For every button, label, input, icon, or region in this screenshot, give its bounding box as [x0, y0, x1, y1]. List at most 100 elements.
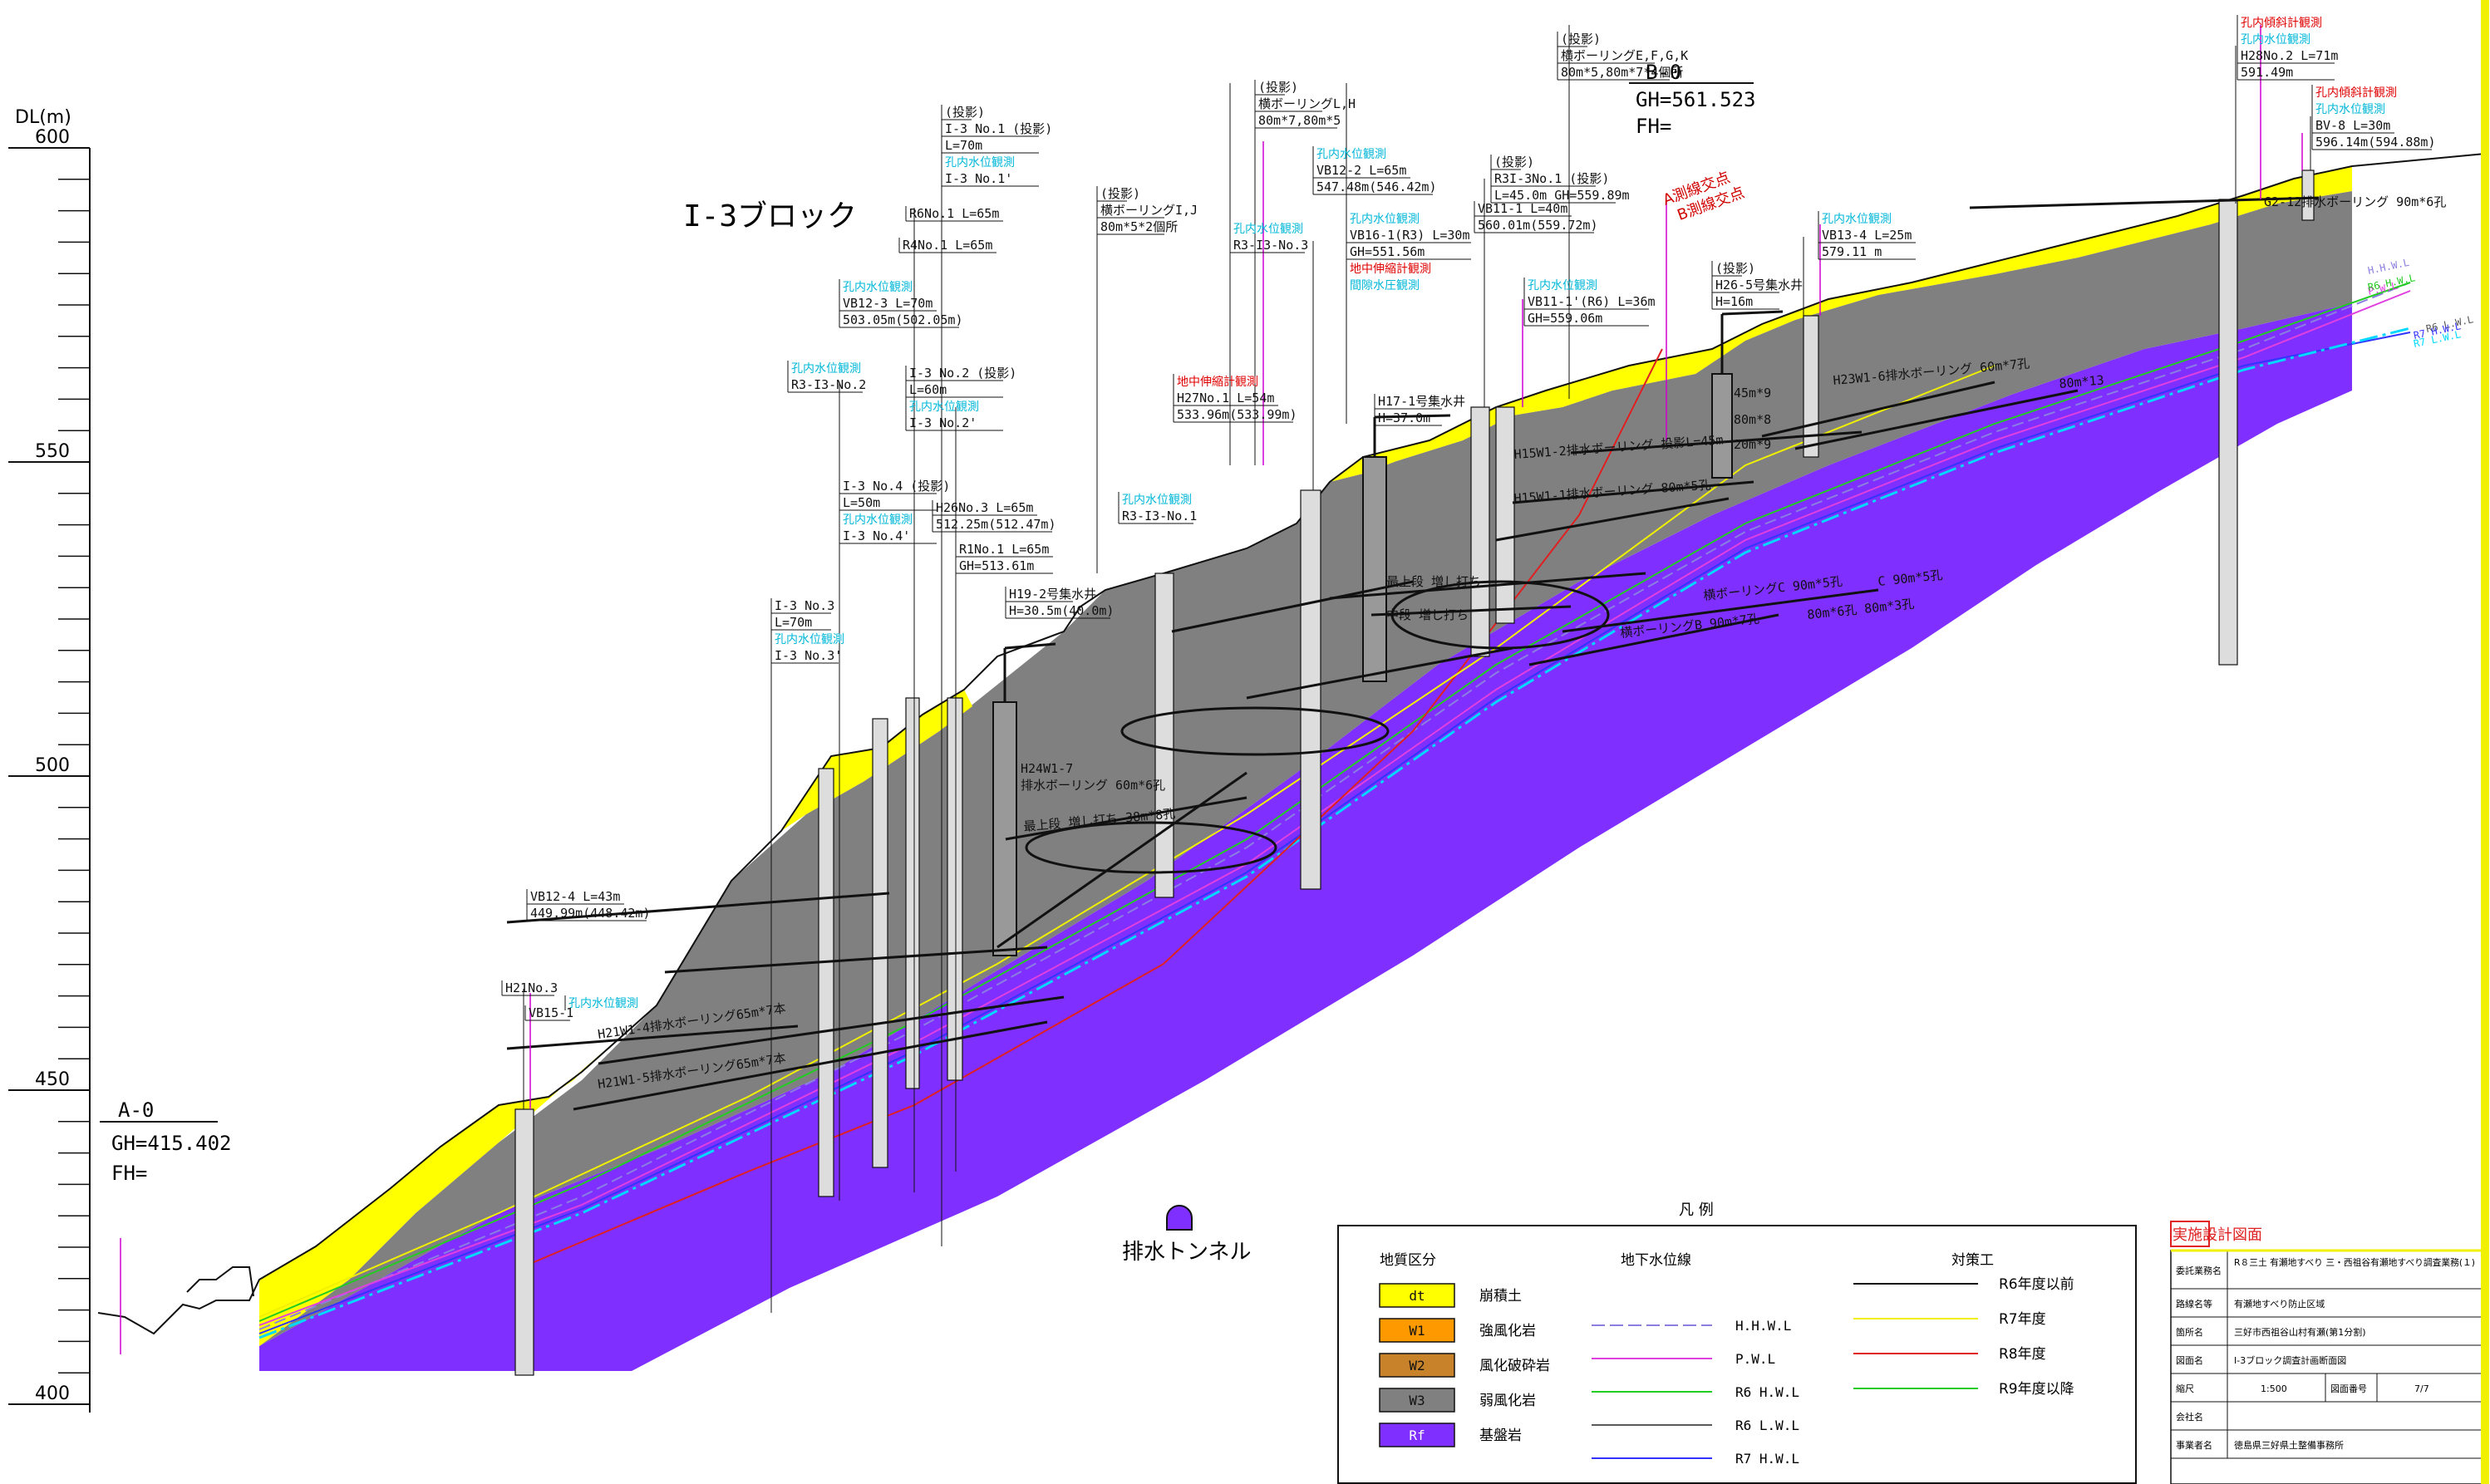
- title-row-value: I-3ブロック調査計画断面図: [2234, 1354, 2346, 1366]
- legend-wl-item: P.W.L: [1592, 1351, 1775, 1367]
- title-row-value: 徳島県三好県土整備事務所: [2234, 1439, 2344, 1451]
- svg-text:A-0: A-0: [118, 1098, 154, 1122]
- legend-wl-header: 地下水位線: [1621, 1252, 1691, 1269]
- title-badge: 実施設計図面: [2173, 1226, 2262, 1244]
- callout-line: R1No.1 L=65m: [959, 542, 1049, 557]
- works-label: 排水ボーリング 60m*6孔: [1021, 778, 1165, 793]
- callout-line: 孔内水位観測: [2241, 32, 2310, 47]
- legend-works-item: R6年度以前: [1853, 1276, 2074, 1293]
- callout-vb151: VB15-1: [524, 1005, 573, 1021]
- callout-line: I-3 No.3': [775, 648, 842, 663]
- callout-line: 地中伸縮計観測: [1350, 262, 1431, 276]
- svg-text:R6年度以前: R6年度以前: [1999, 1276, 2074, 1293]
- callout-line: 591.49m: [2241, 65, 2293, 80]
- svg-text:R7年度: R7年度: [1999, 1311, 2046, 1328]
- callout-line: 孔内傾斜計観測: [2241, 16, 2322, 30]
- title-row-key: 図面名: [2176, 1354, 2203, 1366]
- callout-line: 孔内水位観測: [1350, 212, 1420, 226]
- svg-text:Rf: Rf: [1409, 1427, 1425, 1443]
- drainage-works: [506, 196, 2320, 1111]
- observation-lines: [120, 25, 2303, 1354]
- borehole-vb12-3: [872, 718, 888, 1168]
- axis-label: DL(m): [15, 107, 71, 128]
- callout-line: 孔内水位観測: [843, 280, 913, 294]
- callout-line: VB12-4 L=43m: [530, 889, 620, 904]
- title-row-key: 路線名等: [2176, 1298, 2212, 1310]
- callout-line: I-3 No.1 (投影): [945, 121, 1052, 136]
- svg-text:W2: W2: [1409, 1358, 1425, 1373]
- callout-line: H28No.2 L=71m: [2241, 48, 2338, 63]
- title-row-key: 箇所名: [2176, 1326, 2203, 1338]
- works-label: 80m*8: [1734, 412, 1771, 427]
- callout-r3i3no1b: (投影)R3I-3No.1 (投影)L=45.0m GH=559.89m: [1490, 155, 1630, 204]
- svg-text:GH=561.523: GH=561.523: [1636, 88, 1756, 111]
- callout-line: 地中伸縮計観測: [1177, 375, 1258, 389]
- wl-hhwl-line: [258, 282, 2411, 1330]
- callout-line: VB13-4 L=25m: [1822, 228, 1912, 243]
- borehole-h26no3: [905, 697, 920, 1089]
- callout-line: (投影): [1494, 155, 1534, 170]
- legend-wl-item: R7 H.W.L: [1592, 1451, 1799, 1467]
- borehole-r3i3no1: [1154, 572, 1174, 898]
- wl-r7hwl-line: [258, 332, 2411, 1334]
- well-h17-1: [1362, 456, 1387, 682]
- callout-line: 579.11 m: [1822, 244, 1882, 259]
- works-label: 80m*13: [2059, 372, 2105, 391]
- title-row-key: 事業者名: [2176, 1439, 2212, 1451]
- axis-tick-label: 550: [35, 441, 70, 462]
- callout-line: 孔内水位観測: [1316, 147, 1386, 161]
- svg-text:dt: dt: [1409, 1288, 1425, 1304]
- callout-line: H21No.3: [505, 980, 558, 995]
- callout-line: I-3 No.4': [843, 528, 910, 543]
- borehole-vb11-1r6: [1495, 406, 1515, 624]
- callout-line: 孔内水位観測: [2315, 102, 2385, 116]
- callout-line: (投影): [1258, 80, 1298, 95]
- svg-text:R9年度以降: R9年度以降: [1999, 1381, 2074, 1398]
- well-h26-5: [1711, 373, 1733, 479]
- callout-line: L=70m: [775, 615, 812, 630]
- callout-line: 孔内水位観測: [945, 155, 1015, 170]
- callout-line: VB16-1(R3) L=30m: [1350, 228, 1470, 243]
- title-row-value: R８三土 有瀬地すべり 三・西祖谷有瀬地すべり調査業務(１): [2234, 1256, 2475, 1268]
- ellipse-lower: [1025, 821, 1277, 874]
- callout-line: H=16m: [1715, 294, 1753, 309]
- title-row-key: 会社名: [2176, 1411, 2203, 1423]
- callout-line: R4No.1 L=65m: [903, 238, 992, 253]
- legend-wl-item: R6 L.W.L: [1592, 1418, 1799, 1433]
- callout-line: GH=559.06m: [1528, 311, 1602, 326]
- callout-line: 孔内水位観測: [1233, 222, 1303, 236]
- tunnel-label: 排水トンネル: [1122, 1240, 1251, 1265]
- callout-line: H17-1号集水井: [1378, 394, 1465, 409]
- svg-text:R7 H.W.L: R7 H.W.L: [1735, 1451, 1799, 1467]
- callout-line: I-3 No.3: [775, 598, 834, 613]
- section-b-label: B-0 GH=561.523 FH=: [1629, 61, 1756, 138]
- ellipse-mid: [1120, 706, 1390, 756]
- title-row-key: 縮尺: [2176, 1383, 2194, 1394]
- callout-line: (投影): [1715, 261, 1755, 276]
- title-row-value: 7/7: [2414, 1383, 2429, 1394]
- colluvium-layer: [259, 1005, 657, 1346]
- title-row-value: 三好市西祖谷山村有瀬(第1分割): [2234, 1326, 2366, 1338]
- callout-line: L=70m: [945, 138, 982, 153]
